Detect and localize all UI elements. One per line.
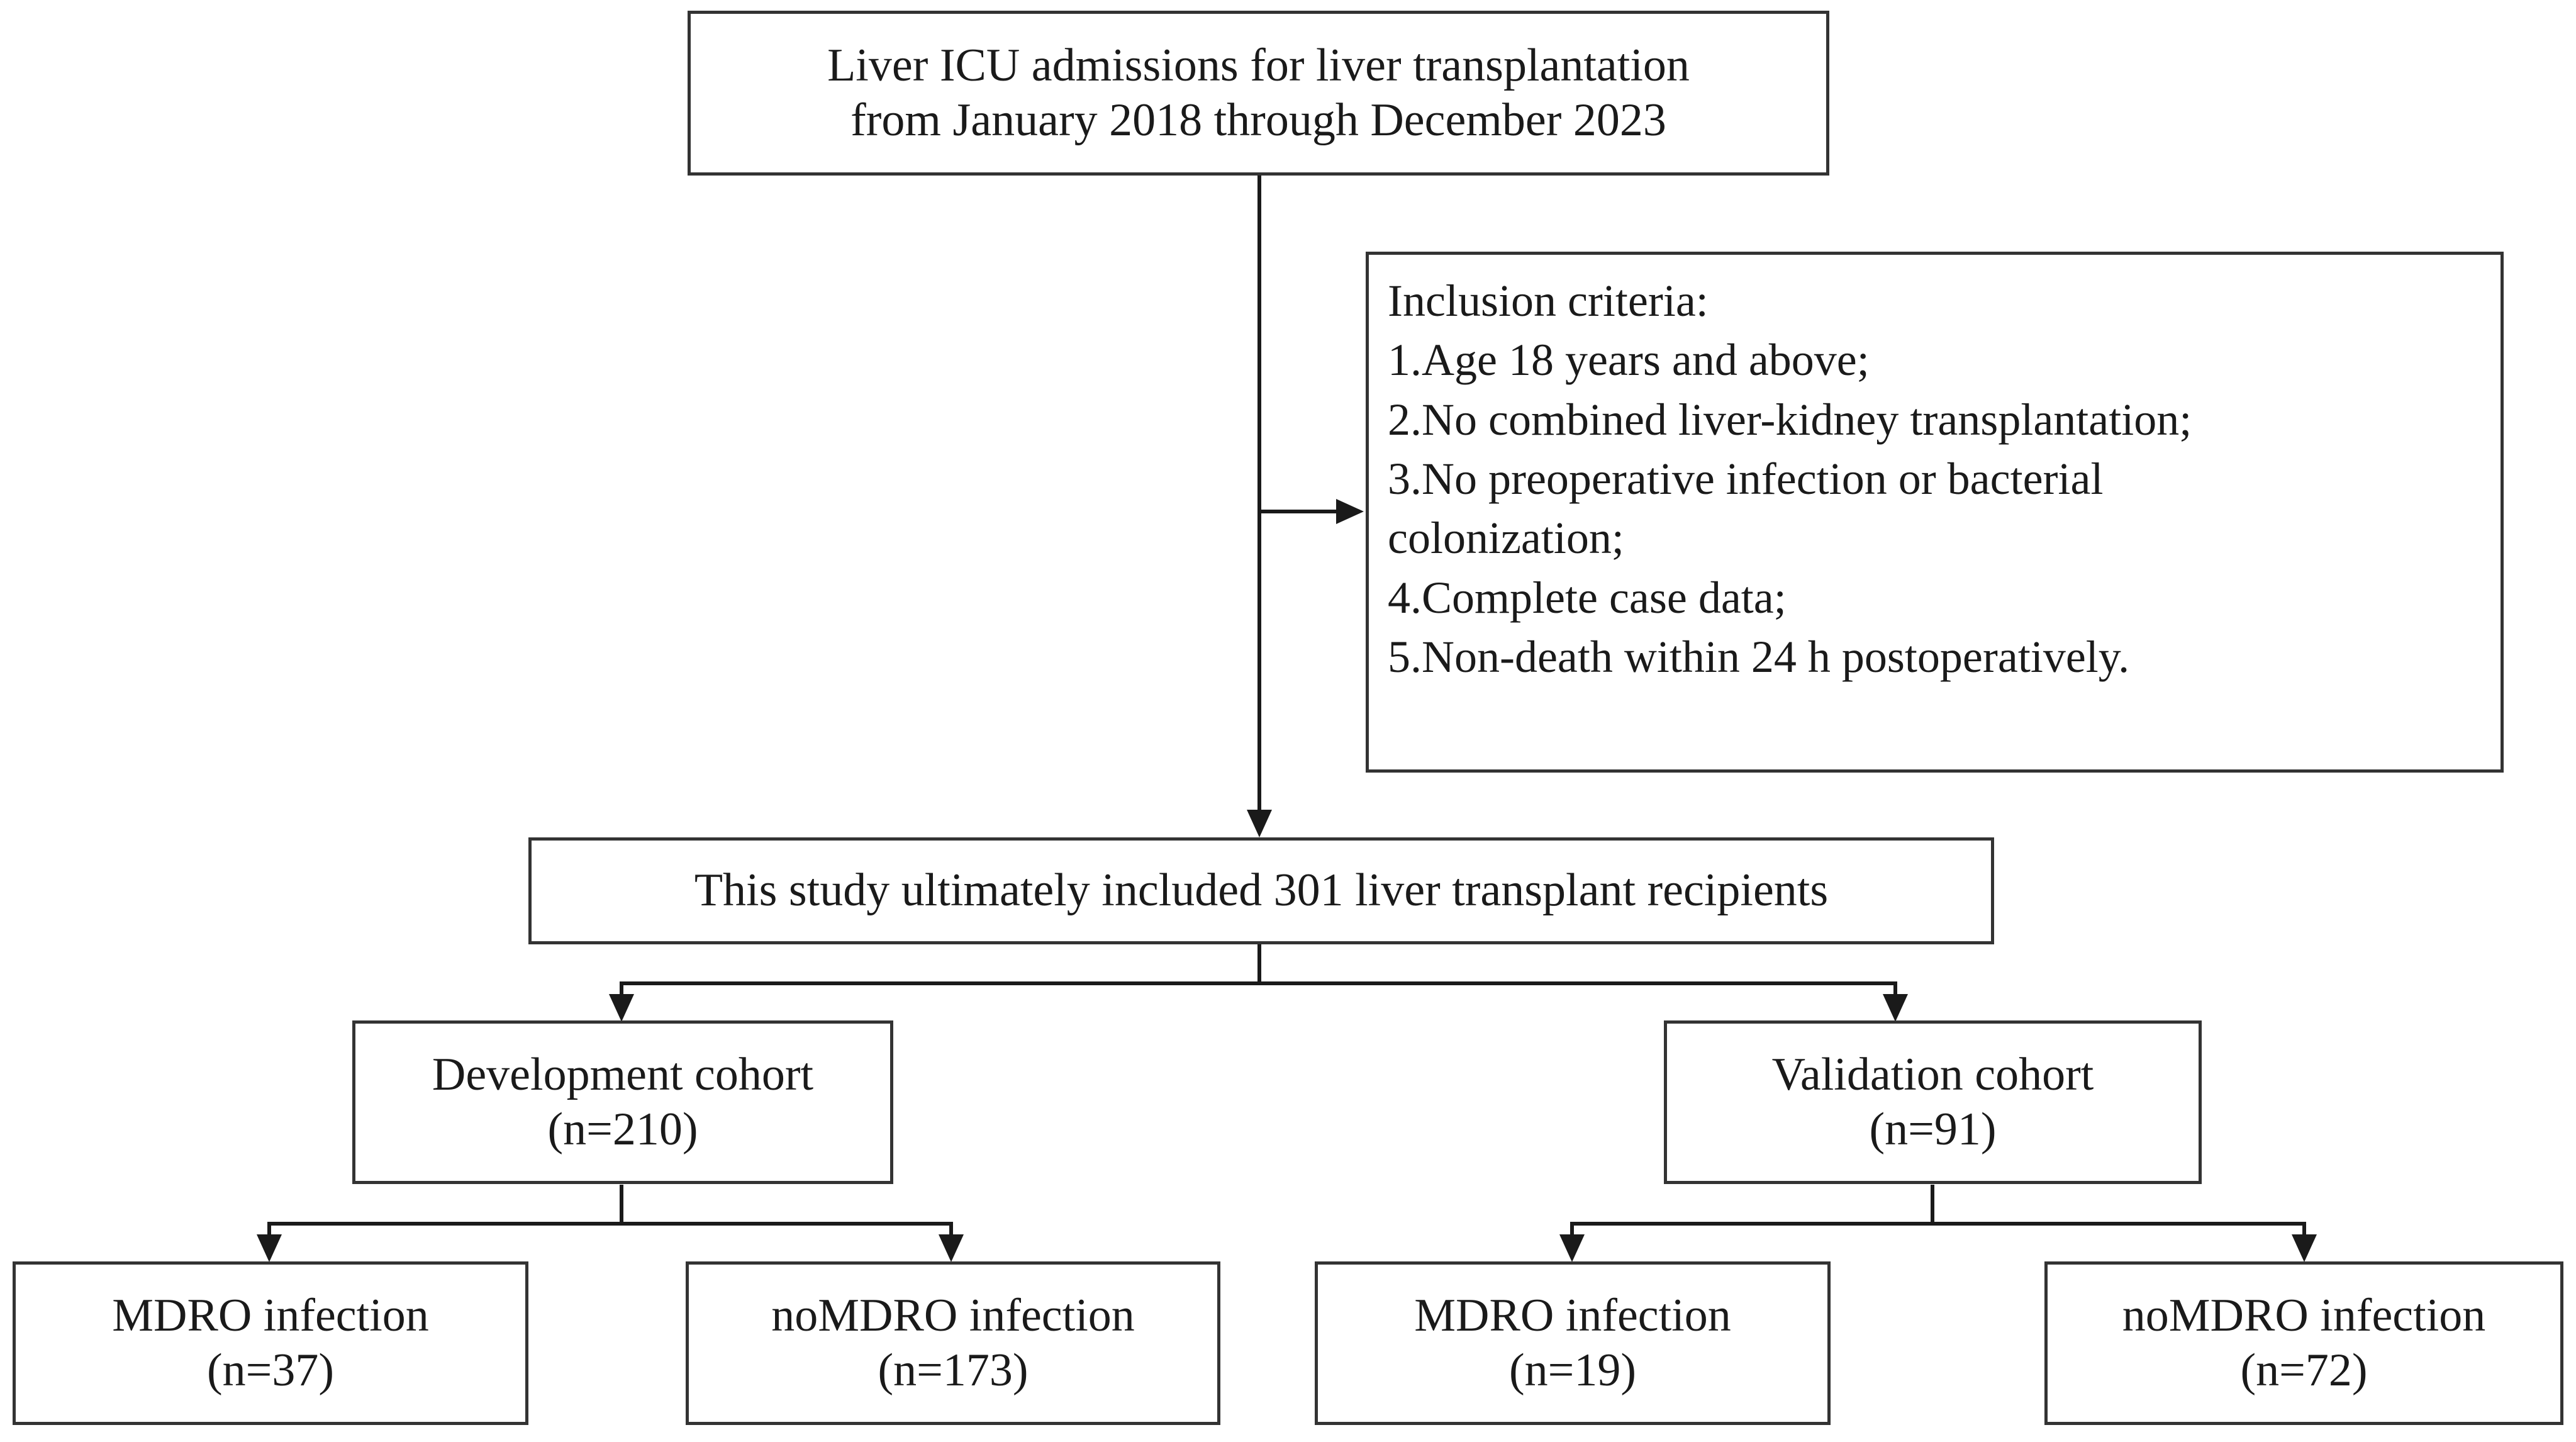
criteria-item-5: 5.Non-death within 24 h postoperatively. — [1388, 631, 2130, 682]
connector-val-split-bar — [1570, 1222, 2306, 1226]
connector-dev-cohort-down — [620, 1185, 623, 1224]
dev-cohort-label: Development cohort — [432, 1048, 814, 1100]
val-nomdro-count: (n=72) — [2240, 1344, 2368, 1396]
val-cohort-label: Validation cohort — [1771, 1048, 2094, 1100]
val-mdro-label: MDRO infection — [1414, 1289, 1731, 1341]
node-inclusion-criteria: Inclusion criteria: 1.Age 18 years and a… — [1366, 252, 2504, 773]
dev-mdro-count: (n=37) — [206, 1344, 335, 1396]
criteria-heading: Inclusion criteria: — [1388, 276, 1709, 326]
source-line-2: from January 2018 through December 2023 — [850, 94, 1666, 146]
arrowhead-to-val-mdro — [1559, 1234, 1585, 1262]
connector-cohort-split-bar — [620, 981, 1897, 985]
source-line-1: Liver ICU admissions for liver transplan… — [827, 39, 1690, 91]
connector-trunk-to-criteria — [1259, 510, 1340, 513]
arrowhead-to-dev-nomdro — [939, 1234, 964, 1262]
criteria-item-1: 1.Age 18 years and above; — [1388, 335, 1870, 386]
val-mdro-count: (n=19) — [1508, 1344, 1637, 1396]
node-development-cohort: Development cohort (n=210) — [352, 1020, 893, 1184]
dev-mdro-label: MDRO infection — [112, 1289, 429, 1341]
arrowhead-to-val-nomdro — [2292, 1234, 2317, 1262]
criteria-item-3b: colonization; — [1388, 513, 1624, 564]
arrowhead-to-criteria — [1336, 499, 1364, 524]
arrowhead-to-dev-cohort — [609, 994, 634, 1022]
node-development-mdro-infection: MDRO infection (n=37) — [13, 1261, 528, 1425]
node-validation-cohort: Validation cohort (n=91) — [1664, 1020, 2202, 1184]
dev-nomdro-label: noMDRO infection — [771, 1289, 1135, 1341]
node-development-nomdro-infection: noMDRO infection (n=173) — [686, 1261, 1220, 1425]
dev-cohort-count: (n=210) — [547, 1104, 698, 1155]
criteria-item-3a: 3.No preoperative infection or bacterial — [1388, 453, 2104, 504]
node-source-population: Liver ICU admissions for liver transplan… — [688, 11, 1829, 176]
val-cohort-count: (n=91) — [1869, 1104, 1997, 1155]
arrowhead-to-included — [1247, 810, 1272, 837]
connector-val-cohort-down — [1931, 1185, 1934, 1224]
connector-included-down — [1257, 944, 1261, 983]
connector-source-to-included — [1257, 176, 1261, 811]
criteria-item-4: 4.Complete case data; — [1388, 572, 1787, 623]
node-validation-nomdro-infection: noMDRO infection (n=72) — [2044, 1261, 2563, 1425]
arrowhead-to-dev-mdro — [257, 1234, 282, 1262]
node-included-cohort: This study ultimately included 301 liver… — [528, 837, 1994, 944]
dev-nomdro-count: (n=173) — [878, 1344, 1029, 1396]
included-line-1: This study ultimately included 301 liver… — [694, 864, 1829, 917]
criteria-item-2: 2.No combined liver-kidney transplantati… — [1388, 394, 2192, 445]
connector-dev-split-bar — [267, 1222, 953, 1226]
arrowhead-to-val-cohort — [1883, 994, 1908, 1022]
node-validation-mdro-infection: MDRO infection (n=19) — [1315, 1261, 1831, 1425]
val-nomdro-label: noMDRO infection — [2122, 1289, 2486, 1341]
